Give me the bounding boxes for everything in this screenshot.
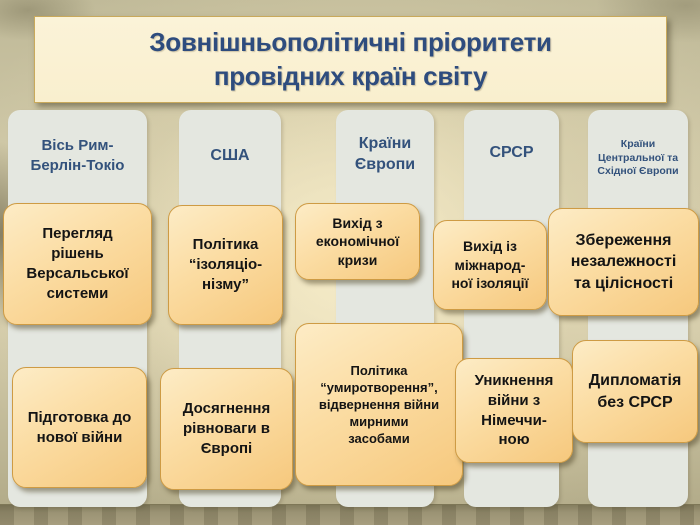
box-international-isolation-exit: Вихід із міжнарод- ної ізоляції bbox=[433, 220, 547, 310]
column-header-europe: Країни Європи bbox=[354, 135, 416, 173]
column-header-cee: Країни Центральної та Східної Європи bbox=[597, 138, 679, 178]
box-versailles-revision: Перегляд рішень Версальської системи bbox=[3, 203, 152, 325]
box-diplomacy-without-ussr: Дипломатія без СРСР bbox=[572, 340, 698, 443]
box-economic-crisis-exit: Вихід з економічної кризи bbox=[295, 203, 420, 280]
box-isolationism-policy: Політика “ізоляціо- нізму” bbox=[168, 205, 283, 325]
slide-title-box: Зовнішньополітичні пріоритети провідних … bbox=[34, 16, 667, 103]
column-header-axis: Вісь Рим- Берлін-Токіо bbox=[30, 137, 125, 174]
box-europe-balance: Досягнення рівноваги в Європі bbox=[160, 368, 293, 490]
column-header-ussr: СРСР bbox=[489, 144, 534, 161]
box-avoid-war-with-germany: Уникнення війни з Німеччи- ною bbox=[455, 358, 573, 463]
box-appeasement-policy: Політика “умиротворення”, відвернення ві… bbox=[295, 323, 463, 486]
box-independence-preservation: Збереження незалежності та цілісності bbox=[548, 208, 699, 316]
torn-paper-edge bbox=[0, 504, 700, 525]
slide-title: Зовнішньополітичні пріоритети провідних … bbox=[149, 27, 552, 91]
column-header-usa: США bbox=[210, 147, 250, 164]
box-new-war-preparation: Підготовка до нової війни bbox=[12, 367, 147, 488]
